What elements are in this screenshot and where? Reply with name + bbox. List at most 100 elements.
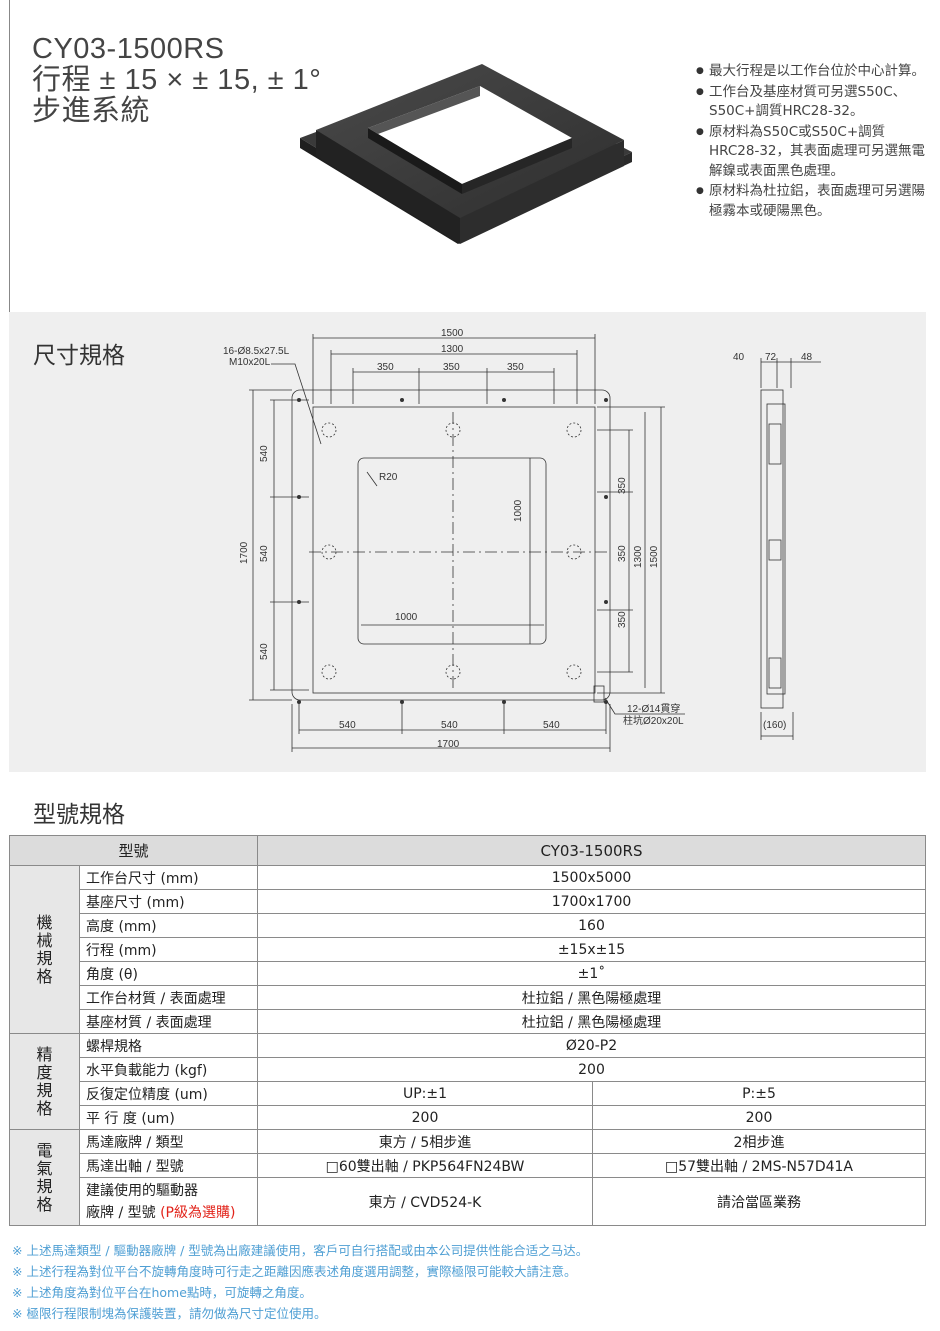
row-value: ±1˚ (257, 961, 926, 986)
row-label: 工作台材質 / 表面處理 (79, 985, 258, 1010)
category-electrical: 電氣規格 (9, 1129, 80, 1226)
label-540-b3: 540 (543, 720, 560, 731)
label-hole-bot2: 柱坑Ø20x20L (623, 714, 684, 727)
row-value: 200 (257, 1057, 926, 1082)
row-value-p: 2相步進 (592, 1129, 926, 1154)
label-side-72: 72 (765, 352, 777, 363)
row-value: 杜拉鋁 / 黑色陽極處理 (257, 1009, 926, 1034)
category-precision: 精度規格 (9, 1033, 80, 1130)
label-350-b: 350 (443, 362, 460, 373)
row-value: 1700x1700 (257, 889, 926, 914)
row-value-up: UP:±1 (257, 1081, 593, 1106)
label-hole-top2: M10x20L (229, 357, 271, 368)
footnote: ※ 極限行程限制塊為保護裝置，請勿做為尺寸定位使用。 (12, 1306, 327, 1321)
label-350-a: 350 (377, 362, 394, 373)
table-row: 基座尺寸 (mm) 1700x1700 (10, 889, 926, 914)
row-value: Ø20-P2 (257, 1033, 926, 1058)
row-label: 基座材質 / 表面處理 (79, 1009, 258, 1034)
table-row: 機械規格 工作台尺寸 (mm) 1500x5000 (9, 865, 926, 1034)
table-row: 建議使用的驅動器 廠牌 / 型號 (P級為選購) 東方 / CVD524-K 請… (10, 1177, 926, 1226)
table-row: 馬達出軸 / 型號 □60雙出軸 / PKP564FN24BW □57雙出軸 /… (10, 1153, 926, 1178)
label-hole-top: 16-Ø8.5x27.5L (223, 346, 290, 357)
row-label: 水平負載能力 (kgf) (79, 1057, 258, 1082)
label-1700-v: 1700 (239, 541, 250, 564)
row-label: 高度 (mm) (79, 913, 258, 938)
category-mechanical: 機械規格 (9, 865, 80, 1034)
row-label: 馬達出軸 / 型號 (79, 1153, 258, 1178)
left-border (9, 0, 10, 312)
driver-label-text: 廠牌 / 型號 (86, 1204, 156, 1221)
row-label: 行程 (mm) (79, 937, 258, 962)
table-row: 角度 (θ) ±1˚ (10, 961, 926, 986)
label-side-48: 48 (801, 352, 813, 363)
note-item: 原材料為杜拉鋁，表面處理可另選陽極霧本或硬陽黑色。 (696, 182, 926, 221)
row-label: 工作台尺寸 (mm) (79, 865, 258, 890)
table-row: 基座材質 / 表面處理 杜拉鋁 / 黑色陽極處理 (10, 1009, 926, 1034)
table-header-row: 型號 CY03-1500RS (9, 835, 926, 866)
row-label: 反復定位精度 (um) (79, 1081, 258, 1106)
label-1300: 1300 (441, 344, 464, 355)
dimension-title: 尺寸規格 (33, 343, 125, 369)
label-350-c: 350 (507, 362, 524, 373)
label-1000-h: 1000 (395, 612, 418, 623)
label-hole-bot: 12-Ø14貫穿 (627, 702, 680, 715)
row-label: 馬達廠牌 / 類型 (79, 1129, 258, 1154)
driver-label-line1: 建議使用的驅動器 (86, 1182, 198, 1199)
stroke-title: 行程 ± 15 × ± 15, ± 1° (32, 64, 322, 96)
label-1500-v: 1500 (649, 545, 660, 568)
row-value-p: 200 (592, 1105, 926, 1130)
row-value: 160 (257, 913, 926, 938)
row-value-up: □60雙出軸 / PKP564FN24BW (257, 1153, 593, 1178)
driver-label-line2: 廠牌 / 型號 (P級為選購) (86, 1202, 251, 1224)
row-value: ±15x±15 (257, 937, 926, 962)
row-value-p: P:±5 (592, 1081, 926, 1106)
label-350-r2: 350 (617, 545, 628, 562)
label-side-40: 40 (733, 352, 745, 363)
table-row: 工作台材質 / 表面處理 杜拉鋁 / 黑色陽極處理 (10, 985, 926, 1010)
optional-note: (P級為選購) (160, 1204, 236, 1221)
note-item: 工作台及基座材質可另選S50C、S50C+調質HRC28-32。 (696, 83, 926, 122)
product-title: CY03-1500RS 行程 ± 15 × ± 15, ± 1° 步進系統 (32, 34, 321, 127)
footnote: ※ 上述馬達類型 / 驅動器廠牌 / 型號為出廠建議使用，客戶可自行搭配或由本公… (12, 1243, 589, 1258)
row-value: 杜拉鋁 / 黑色陽極處理 (257, 985, 926, 1010)
table-row: 水平負載能力 (kgf) 200 (10, 1057, 926, 1082)
label-1000-v: 1000 (513, 499, 524, 522)
spec-table: 型號 CY03-1500RS 機械規格 工作台尺寸 (mm) 1500x5000… (9, 835, 926, 1226)
label-1300-v: 1300 (633, 545, 644, 568)
header-section: CY03-1500RS 行程 ± 15 × ± 15, ± 1° 步進系統 最大… (0, 0, 940, 312)
row-value-up: 東方 / 5相步進 (257, 1129, 593, 1154)
dimension-drawing: 16-Ø8.5x27.5L M10x20L 1500 1300 350 350 … (223, 328, 821, 752)
note-item: 最大行程是以工作台位於中心計算。 (696, 62, 926, 82)
system-title: 步進系統 (32, 95, 151, 127)
model-title: CY03-1500RS (32, 33, 225, 65)
row-value-p: □57雙出軸 / 2MS-N57D41A (592, 1153, 926, 1178)
label-350-r1: 350 (617, 477, 628, 494)
label-1700-h: 1700 (437, 739, 460, 750)
label-r20: R20 (379, 472, 398, 483)
row-value-up: 200 (257, 1105, 593, 1130)
table-row: 反復定位精度 (um) UP:±1 P:±5 (10, 1081, 926, 1106)
row-label-driver: 建議使用的驅動器 廠牌 / 型號 (P級為選購) (79, 1177, 258, 1226)
label-540-b2: 540 (441, 720, 458, 731)
label-540-l3: 540 (259, 643, 270, 660)
row-label: 平 行 度 (um) (79, 1105, 258, 1130)
header-label: 型號 (9, 835, 258, 866)
row-value: 1500x5000 (257, 865, 926, 890)
note-item: 原材料為S50C或S50C+調質HRC28-32，其表面處理可另選無電解鎳或表面… (696, 123, 926, 182)
table-row: 高度 (mm) 160 (10, 913, 926, 938)
label-side-160: (160) (763, 720, 786, 731)
table-row: 平 行 度 (um) 200 200 (10, 1105, 926, 1130)
header-model: CY03-1500RS (257, 835, 926, 866)
label-540-l2: 540 (259, 545, 270, 562)
label-1500: 1500 (441, 328, 464, 339)
row-label: 螺桿規格 (79, 1033, 258, 1058)
footnote: ※ 上述角度為對位平台在home點時，可旋轉之角度。 (12, 1285, 312, 1300)
row-label: 基座尺寸 (mm) (79, 889, 258, 914)
spec-title: 型號規格 (33, 802, 125, 828)
row-label: 角度 (θ) (79, 961, 258, 986)
feature-notes: 最大行程是以工作台位於中心計算。 工作台及基座材質可另選S50C、S50C+調質… (696, 62, 926, 222)
footnotes: ※ 上述馬達類型 / 驅動器廠牌 / 型號為出廠建議使用，客戶可自行搭配或由本公… (12, 1240, 928, 1324)
footnote: ※ 上述行程為對位平台不旋轉角度時可行走之距離因應表述角度選用調整，實際極限可能… (12, 1264, 577, 1279)
label-540-b1: 540 (339, 720, 356, 731)
row-value-up: 東方 / CVD524-K (257, 1177, 593, 1226)
